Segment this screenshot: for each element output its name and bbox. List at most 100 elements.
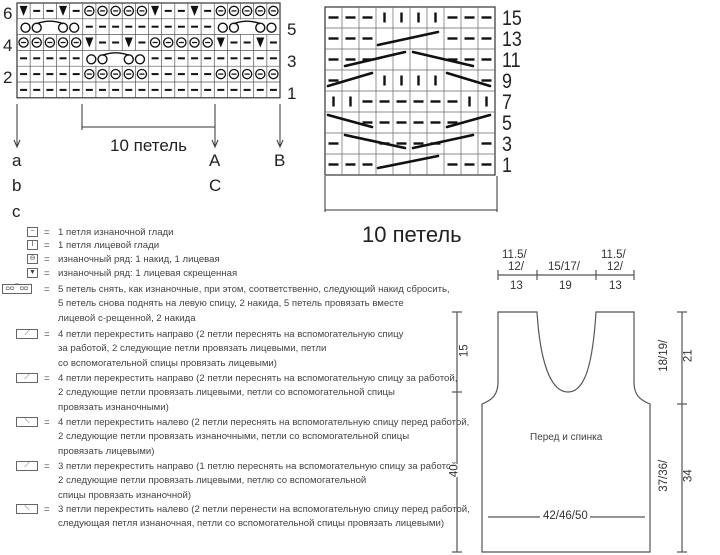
legend-text: изнаночный ряд: 1 лицевая скрещенная <box>58 268 238 279</box>
legend-text: 2 следующие петли провязать лицевыми, пе… <box>58 387 395 399</box>
legend-text: со вспомогательной спицы провязать лицев… <box>58 357 277 369</box>
yarn-over-symbol <box>189 37 200 48</box>
legend-text: провязать лицевыми) <box>58 445 155 457</box>
yarn-over-symbol <box>255 5 266 17</box>
cable-3-right-icon: ⟋ <box>12 460 38 474</box>
equals-sign: = <box>44 373 50 384</box>
legend-text: за работой, 2 следующие петли провязать … <box>58 343 327 355</box>
yarn-over-symbol <box>228 5 240 17</box>
legend-text: 1 петля изнаночной глади <box>58 227 174 238</box>
twisted-knit-icon: ▼ <box>12 267 38 281</box>
twisted-knit-symbol <box>85 37 94 48</box>
row-label-6: 6 <box>3 4 13 23</box>
top-left-dim-1: 11.5/ <box>502 249 527 261</box>
five-stitch-cluster-symbol <box>217 20 277 33</box>
row-label-2: 2 <box>3 68 13 87</box>
top-left-dim-3: 13 <box>510 280 523 292</box>
row-label-1: 1 <box>287 84 297 103</box>
yarn-over-symbol <box>110 5 121 17</box>
legend-text: 4 петли перекрестить направо (2 петли пе… <box>58 329 404 340</box>
yarn-over-knit-icon: ⊖ <box>12 253 38 267</box>
top-mid-dim-2: 19 <box>559 280 572 292</box>
cable-4-right-knit-icon: ⟋ <box>12 328 38 342</box>
top-right-dim-1: 11.5/ <box>601 249 626 261</box>
chart2-repeat-label: 10 петель <box>362 222 462 247</box>
legend-text: 1 петля лицевой глади <box>58 240 160 251</box>
twisted-knit-symbol <box>256 37 265 48</box>
yarn-over-symbol <box>255 68 266 80</box>
chart2-row-label: 15 <box>502 7 522 30</box>
legend-text: провязать изнаночными) <box>58 401 169 413</box>
legend-text: 4 петли перекрестить налево (2 петли пер… <box>58 417 470 428</box>
chart2-row-label: 5 <box>502 112 512 135</box>
right-lower-dim-1: 37/36/ <box>658 459 671 492</box>
equals-sign: = <box>44 284 50 295</box>
chart1-repeat-label: 10 петель <box>110 136 187 155</box>
legend-text: 2 следующие петли провязать изнаночными,… <box>58 431 410 443</box>
legend-text: 2 следующие петли провязать лицевыми, пе… <box>58 475 367 487</box>
yarn-over-symbol <box>202 37 213 48</box>
legend-text: 5 петель снова поднять на левую спицу, 2… <box>58 298 404 310</box>
yarn-over-symbol <box>97 5 108 17</box>
yarn-over-symbol <box>110 68 121 80</box>
chart2-row-label: 7 <box>502 91 512 114</box>
twisted-knit-symbol <box>190 5 199 16</box>
yarn-over-symbol <box>176 37 187 48</box>
yarn-over-symbol <box>149 37 161 48</box>
chart2-cables <box>326 30 492 170</box>
five-stitch-cluster-icon: ᴑᴑ⁀ᴑᴑ <box>2 283 32 297</box>
cable-3-left-icon: ⟍ <box>12 503 38 517</box>
top-right-dim-2: 12/ <box>607 261 623 273</box>
top-left-dim-2: 12/ <box>508 261 524 273</box>
schematic-title: Перед и спинка <box>530 432 603 443</box>
twisted-knit-symbol <box>59 5 68 16</box>
chart2-row-label: 3 <box>502 133 512 156</box>
chart2-row-label: 11 <box>502 49 521 72</box>
right-upper-dim-1: 18/19/ <box>658 339 671 372</box>
marker-C: C <box>209 176 222 195</box>
equals-sign: = <box>44 268 50 279</box>
legend-text: 5 петель снять, как изнаночные, при этом… <box>58 284 450 295</box>
chart2-guides <box>324 176 498 212</box>
yarn-over-symbol <box>241 5 253 17</box>
equals-sign: = <box>44 329 50 340</box>
yarn-over-symbol <box>57 37 69 48</box>
chart2-row-label: 13 <box>502 28 522 51</box>
cable-4-right-purl-icon: ⟋ <box>12 372 38 386</box>
yarn-over-symbol <box>215 68 227 80</box>
legend-text: изнаночный ряд: 1 накид, 1 лицевая <box>58 254 220 265</box>
marker-A: A <box>209 151 221 170</box>
yarn-over-symbol <box>97 68 108 80</box>
legend-text: спицы провязать изнаночной) <box>58 489 192 501</box>
five-stitch-cluster-symbol <box>86 52 146 65</box>
top-right-dim-3: 13 <box>609 280 622 292</box>
twisted-knit-symbol <box>216 37 225 48</box>
yarn-over-symbol <box>162 37 174 48</box>
yarn-over-symbol <box>84 68 95 80</box>
yarn-over-symbol <box>123 68 135 80</box>
yarn-over-symbol <box>18 37 29 48</box>
legend-text: лицевой с-рещенной, 2 накида <box>58 312 196 324</box>
yarn-over-symbol <box>84 5 95 17</box>
width-dim: 42/46/50 <box>543 510 588 522</box>
yarn-over-symbol <box>123 5 135 17</box>
equals-sign: = <box>44 504 50 515</box>
marker-b: b <box>12 176 22 195</box>
yarn-over-symbol <box>70 37 82 48</box>
chart2-row-label: 9 <box>502 70 512 93</box>
yarn-over-symbol <box>136 68 148 80</box>
yarn-over-symbol <box>241 68 253 80</box>
left-lower-dim: 40 <box>448 464 462 478</box>
yarn-over-symbol <box>136 5 148 17</box>
twisted-knit-symbol <box>151 5 160 16</box>
twisted-knit-symbol <box>124 37 133 48</box>
cable-4-left-icon: ⟍ <box>12 416 38 430</box>
row-label-4: 4 <box>3 36 13 55</box>
marker-c: c <box>12 202 21 221</box>
five-stitch-cluster-symbol <box>20 20 80 33</box>
equals-sign: = <box>44 240 50 251</box>
left-upper-dim: 15 <box>458 344 472 358</box>
row-label-3: 3 <box>287 52 297 71</box>
legend-text: 4 петли перекрестить направо (2 петли пе… <box>58 373 458 384</box>
